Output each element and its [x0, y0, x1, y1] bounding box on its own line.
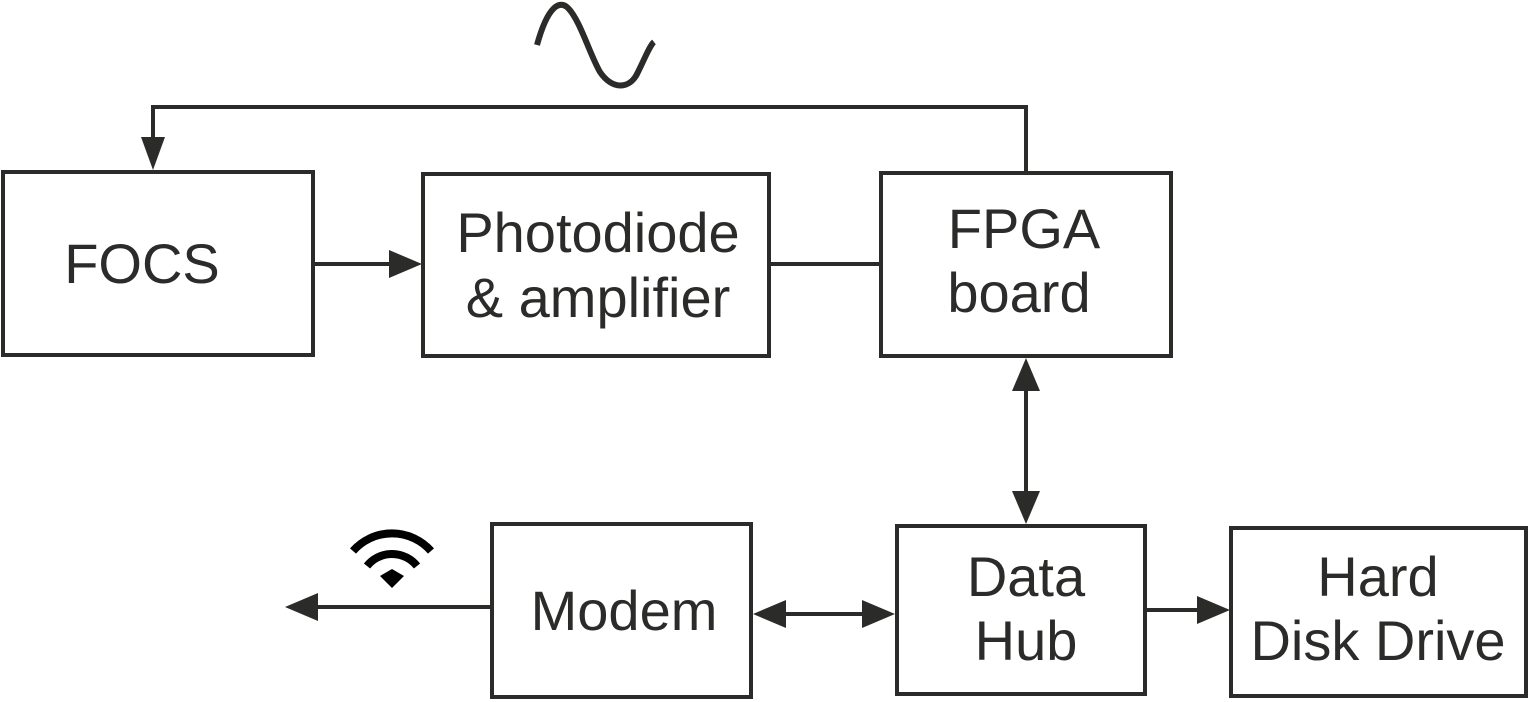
photodiode-label-line2: & amplifier	[466, 266, 731, 329]
sine-wave-icon	[534, 1, 657, 89]
datahub-label-line2: Hub	[975, 609, 1078, 672]
data-hub-block[interactable]: Data Hub	[895, 524, 1147, 696]
modem-arrowhead	[753, 600, 786, 628]
modem-block[interactable]: Modem	[490, 522, 753, 699]
fpga-arrowhead	[1012, 358, 1040, 391]
wifi-icon	[350, 529, 434, 588]
photodiode-label-line1: Photodiode	[456, 201, 739, 264]
datahub-left-arrowhead	[862, 600, 895, 628]
hdd-label-line1: Hard	[1317, 545, 1438, 608]
hard-disk-drive-block[interactable]: Hard Disk Drive	[1229, 526, 1528, 698]
focs-to-photodiode-arrowhead	[389, 250, 422, 278]
datahub-label-line1: Data	[967, 545, 1086, 608]
focs-label: FOCS	[64, 232, 220, 295]
datahub-top-arrowhead	[1012, 491, 1040, 524]
modem-label: Modem	[531, 579, 718, 642]
photodiode-amplifier-block[interactable]: Photodiode & amplifier	[421, 172, 771, 358]
fpga-label-line1: FPGA	[948, 197, 1101, 260]
feedback-wire	[151, 105, 1028, 172]
datahub-to-hdd-arrowhead	[1197, 596, 1230, 624]
fpga-label-line2: board	[947, 261, 1090, 324]
modem-output-arrowhead	[285, 593, 318, 621]
focs-block[interactable]: FOCS	[1, 170, 315, 357]
fpga-board-block[interactable]: FPGA board	[879, 171, 1173, 358]
feedback-arrowhead	[141, 137, 165, 170]
hdd-label-line2: Disk Drive	[1250, 609, 1505, 672]
